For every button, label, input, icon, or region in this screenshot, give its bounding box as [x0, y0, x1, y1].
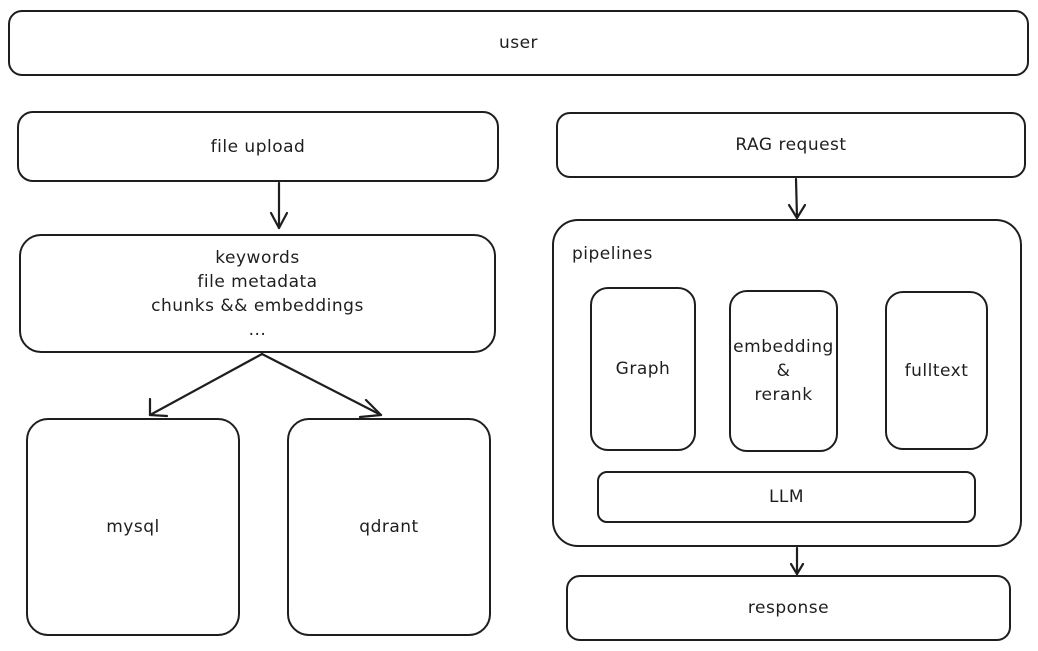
mysql-label: mysql — [106, 517, 160, 537]
response-label: response — [747, 598, 830, 618]
file-upload-label: file upload — [210, 136, 306, 157]
arrow-processing-to-qdrant — [260, 352, 383, 419]
fulltext-box: fulltext — [885, 291, 988, 450]
rerank-label: rerank — [754, 385, 813, 405]
user-label: user — [498, 33, 539, 53]
llm-label: LLM — [768, 487, 805, 507]
qdrant-label: qdrant — [359, 517, 419, 537]
llm-box: LLM — [597, 471, 976, 523]
arrow-processing-to-mysql — [148, 352, 264, 418]
processing-box: keywords file metadata chunks && embeddi… — [19, 234, 496, 353]
rag-request-label: RAG request — [735, 135, 847, 155]
rag-request-box: RAG request — [556, 112, 1026, 178]
processing-line-ellipsis: ... — [248, 319, 267, 340]
user-box: user — [8, 10, 1029, 76]
pipelines-label: pipelines — [572, 244, 653, 264]
processing-line-metadata: file metadata — [197, 271, 318, 292]
arrow-rag-to-pipelines — [787, 177, 807, 220]
embedding-label: embedding — [733, 337, 834, 357]
graph-label: Graph — [615, 359, 671, 379]
ampersand-label: & — [776, 361, 791, 381]
embedding-rerank-box: embedding & rerank — [729, 290, 838, 452]
qdrant-box: qdrant — [287, 418, 491, 636]
processing-line-chunks: chunks && embeddings — [151, 295, 364, 316]
processing-line-keywords: keywords — [215, 247, 300, 268]
response-box: response — [566, 575, 1011, 641]
file-upload-box: file upload — [17, 111, 499, 182]
mysql-box: mysql — [26, 418, 240, 636]
arrow-pipelines-to-response — [789, 546, 805, 576]
fulltext-label: fulltext — [904, 360, 969, 381]
arrow-upload-to-processing — [269, 181, 289, 230]
graph-box: Graph — [590, 287, 696, 451]
